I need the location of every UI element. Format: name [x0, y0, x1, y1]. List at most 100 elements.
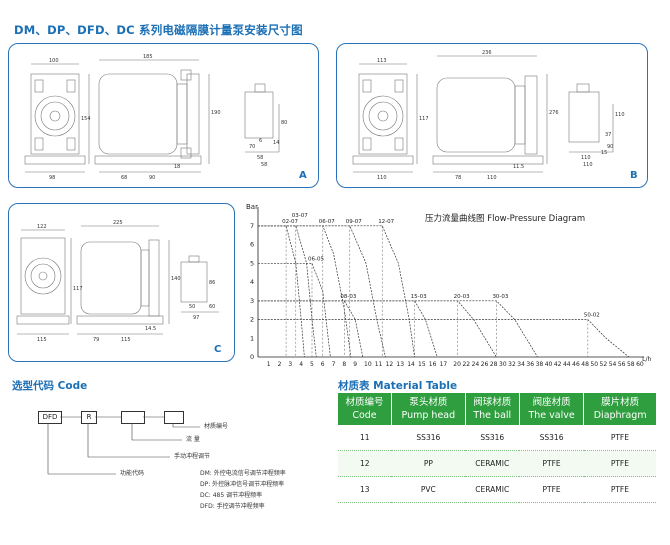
code-box-flow — [121, 411, 145, 424]
x-tick-label: 16 — [429, 361, 437, 368]
y-tick-label: 0 — [250, 353, 254, 361]
series-label: 20-03 — [454, 294, 470, 300]
header-valve-en: The valve — [528, 410, 575, 421]
table-cell: PTFE — [583, 476, 656, 503]
dim-c-10: 97 — [193, 315, 199, 321]
dim-c-2: 115 — [37, 337, 47, 343]
dim-c-4: 115 — [121, 337, 131, 343]
series-label: 15-03 — [411, 294, 427, 300]
table-cell: CERAMIC — [465, 476, 520, 503]
header-pump-head-cn: 泵头材质 — [409, 397, 448, 408]
table-cell: PVC — [391, 476, 466, 503]
header-code-cn: 材质编号 — [345, 397, 384, 408]
x-tick-label: 11 — [375, 361, 383, 368]
series-label: 09-07 — [346, 219, 362, 225]
x-tick-label: 8 — [342, 361, 346, 368]
series-line — [258, 225, 352, 358]
dim-b-5: 11.5 — [513, 164, 524, 170]
dim-c-11: 60 — [209, 304, 215, 310]
x-tick-label: 7 — [332, 361, 336, 368]
series-line — [258, 225, 415, 358]
code-section-title: 选型代码 Code — [12, 380, 88, 392]
table-row: 11 SS316 SS316 SS316 PTFE — [338, 425, 656, 451]
x-tick-label: 60 — [636, 361, 644, 368]
drawing-b-svg: 113 236 110 78 110 11.5 117 276 110 90 3… — [352, 50, 625, 181]
x-tick-label: 2 — [278, 361, 282, 368]
x-tick-label: 20 — [453, 361, 461, 368]
series-label: 02-07 — [282, 219, 298, 225]
dim-b-4: 110 — [487, 175, 497, 181]
x-tick-label: 36 — [526, 361, 534, 368]
dim-b-10: 37 — [605, 132, 611, 138]
dim-b-9: 90 — [607, 144, 613, 150]
label-dm: DM: 外控电流信号调节冲程频率 — [200, 470, 286, 477]
dim-b-8: 110 — [615, 112, 625, 118]
dim-b-12: 15 — [601, 150, 607, 156]
y-tick-label: 1 — [250, 334, 254, 342]
series-line — [258, 300, 497, 358]
table-cell: SS316 — [519, 425, 584, 451]
table-cell: 12 — [338, 450, 392, 477]
panel-a-label: A — [299, 170, 307, 181]
x-tick-label: 58 — [627, 361, 635, 368]
header-code-en: Code — [352, 410, 377, 421]
panel-b-label: B — [630, 170, 638, 181]
series-line — [258, 225, 305, 358]
header-ball-cn: 阀球材质 — [473, 397, 512, 408]
x-tick-label: 13 — [396, 361, 404, 368]
label-dc: DC: 485 调节冲程频率 — [200, 492, 263, 499]
x-tick-label: 4 — [299, 361, 303, 368]
table-cell: PTFE — [583, 425, 656, 451]
x-tick-label: 6 — [321, 361, 325, 368]
x-tick-label: 14 — [407, 361, 415, 368]
x-tick-label: 3 — [288, 361, 292, 368]
label-material-code: 材质编号 — [204, 423, 229, 430]
series-line — [258, 225, 317, 358]
drawing-a-svg: 100 185 98 68 90 18 154 190 6 70 80 58 1… — [24, 54, 287, 181]
x-tick-label: 22 — [462, 361, 470, 368]
label-dp: DP: 外控脉冲信号调节冲程频率 — [200, 481, 285, 488]
series-label: 12-07 — [378, 219, 394, 225]
dim-a-7: 190 — [211, 110, 221, 116]
dim-c-3: 79 — [93, 337, 99, 343]
dim-b-3: 78 — [455, 175, 461, 181]
header-diaphragm: 膜片材质 Diaphragm — [583, 393, 656, 425]
x-tick-label: 48 — [581, 361, 589, 368]
label-flow: 流 量 — [186, 436, 200, 443]
label-dfd: DFD: 手控调节冲程频率 — [200, 503, 265, 510]
dim-a-11: 58 — [257, 155, 263, 161]
header-diaphragm-en: Diaphragm — [593, 410, 647, 421]
x-tick-label: 44 — [563, 361, 571, 368]
dim-a-6: 154 — [81, 116, 91, 122]
code-box-stroke: R — [81, 411, 97, 424]
x-tick-label: 12 — [386, 361, 394, 368]
x-tick-label: 28 — [490, 361, 498, 368]
series-label: 06-05 — [308, 256, 324, 262]
x-tick-label: 15 — [418, 361, 426, 368]
y-tick-label: 6 — [250, 241, 254, 249]
dim-a-4: 90 — [149, 175, 155, 181]
dim-a-13: 58 — [261, 162, 267, 168]
dim-b-13: 110 — [583, 162, 593, 168]
dim-c-5: 14.5 — [145, 326, 156, 332]
x-tick-label: 34 — [517, 361, 525, 368]
series-line — [258, 300, 538, 358]
x-tick-label: 42 — [554, 361, 562, 368]
code-connector-lines — [47, 416, 200, 475]
series-label: 50-02 — [584, 313, 600, 319]
table-cell: CERAMIC — [465, 450, 520, 477]
x-tick-label: 30 — [499, 361, 507, 368]
y-axis-label: Bar — [246, 203, 258, 211]
material-section-title: 材质表 Material Table — [338, 380, 458, 392]
x-tick-label: 32 — [508, 361, 516, 368]
dim-b-1: 236 — [482, 50, 492, 56]
header-diaphragm-cn: 膜片材质 — [601, 397, 640, 408]
x-tick-label: 5 — [310, 361, 314, 368]
x-tick-label: 26 — [481, 361, 489, 368]
dim-a-5: 18 — [174, 164, 180, 170]
series-line — [258, 262, 331, 358]
x-tick-label: 10 — [364, 361, 372, 368]
